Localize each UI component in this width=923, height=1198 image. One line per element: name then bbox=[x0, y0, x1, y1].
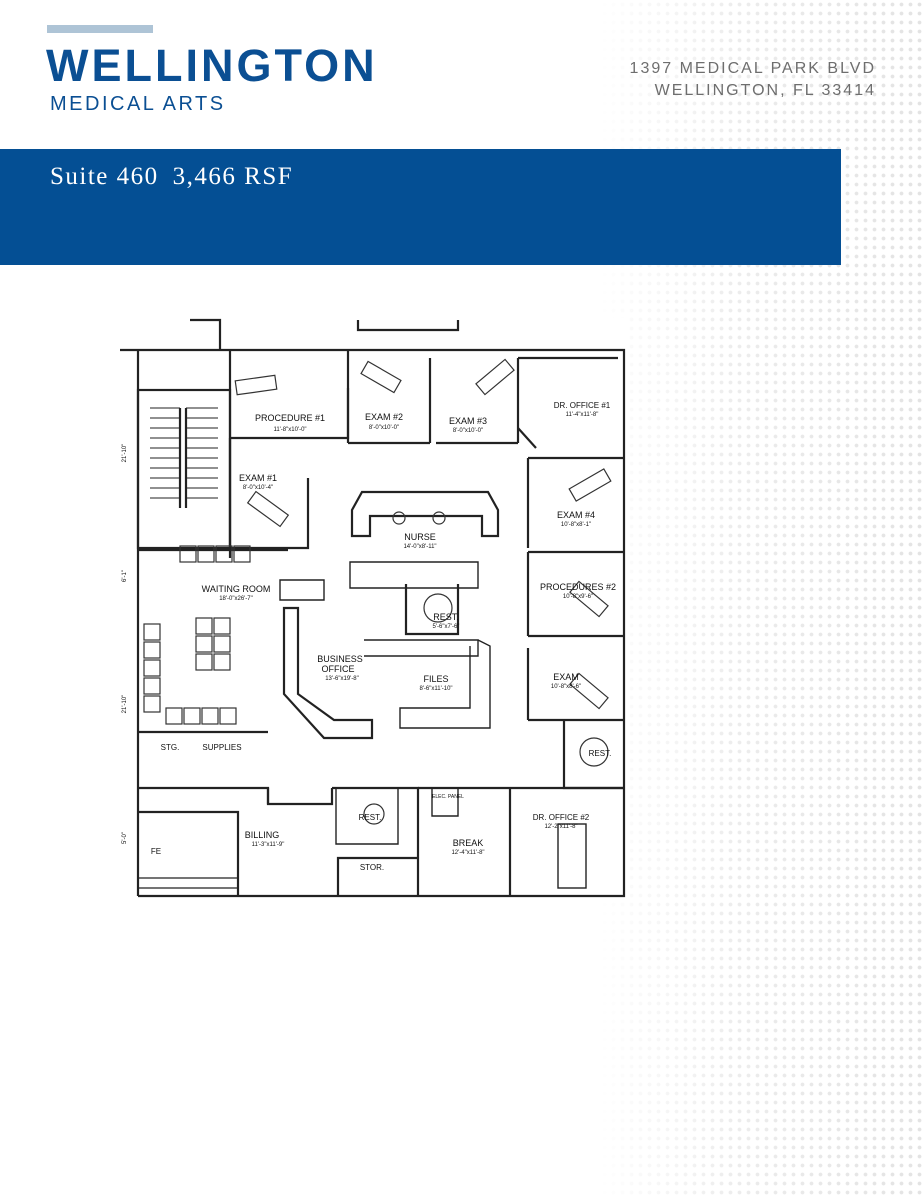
room-label: FILES bbox=[423, 674, 448, 684]
address-line-2: WELLINGTON, FL 33414 bbox=[654, 82, 876, 99]
room-label: BREAK bbox=[453, 838, 484, 848]
room-label: OFFICE bbox=[322, 664, 355, 674]
room-dims: 11'-8"x10'-0" bbox=[273, 427, 306, 433]
room-dims: 8'-0"x10'-0" bbox=[369, 425, 399, 431]
suite-banner bbox=[0, 149, 841, 265]
room-dims: 5'-6"x7'-6" bbox=[433, 624, 460, 630]
room-dims: 11'-3"x11'-9" bbox=[252, 842, 285, 848]
suite-area: 3,466 RSF bbox=[172, 163, 294, 190]
room-label: DR. OFFICE #1 bbox=[554, 401, 611, 410]
room-label: SUPPLIES bbox=[202, 743, 241, 752]
floor-plan: PROCEDURE #1 11'-8"x10'-0" EXAM #2 8'-0"… bbox=[118, 318, 628, 902]
room-dims: 10'-8"x8'-6" bbox=[551, 684, 581, 690]
room-label: EXAM #1 bbox=[239, 473, 277, 483]
room-dims: 8'-0"x10'-4" bbox=[243, 485, 273, 491]
room-dims: 8'-6"x11'-10" bbox=[419, 686, 452, 692]
room-label: DR. OFFICE #2 bbox=[533, 813, 590, 822]
room-dims: 13'-6"x19'-8" bbox=[325, 676, 359, 682]
dimension-label: 6'-1" bbox=[122, 570, 128, 582]
room-label: STOR. bbox=[360, 863, 384, 872]
room-label: PROCEDURE #1 bbox=[255, 413, 325, 423]
room-dims: 10'-8"x9'-6" bbox=[563, 594, 593, 600]
address-line-1: 1397 MEDICAL PARK BLVD bbox=[629, 60, 876, 77]
stair-enclosure bbox=[136, 388, 232, 550]
room-label: EXAM #3 bbox=[449, 416, 487, 426]
room-dims: 18'-0"x26'-7" bbox=[219, 596, 253, 602]
dimension-label: 5'-0" bbox=[122, 832, 128, 844]
room-label: EXAM #2 bbox=[365, 412, 403, 422]
brand-name: WELLINGTON bbox=[46, 40, 378, 91]
dimension-label: 21'-10" bbox=[122, 444, 128, 463]
suite-number: Suite 460 bbox=[50, 163, 159, 190]
room-label: EXAM #4 bbox=[557, 510, 595, 520]
room-label: REST. bbox=[589, 749, 612, 758]
room-label: BILLING bbox=[245, 830, 280, 840]
header-accent-bar bbox=[47, 25, 153, 33]
room-dims: 8'-0"x10'-0" bbox=[453, 428, 483, 434]
room-label: NURSE bbox=[404, 532, 436, 542]
floor-plan-drawing: PROCEDURE #1 11'-8"x10'-0" EXAM #2 8'-0"… bbox=[120, 318, 626, 898]
room-label: FE bbox=[151, 847, 161, 856]
room-label: STG. bbox=[161, 743, 180, 752]
room-dims: 12'-4"x11'-8" bbox=[451, 850, 484, 856]
room-dims: 11'-4"x11'-8" bbox=[566, 412, 599, 418]
room-label: BUSINESS bbox=[317, 654, 363, 664]
suite-heading: Suite 460 3,466 RSF bbox=[50, 162, 293, 192]
room-dims: 14'-0"x8'-11" bbox=[403, 544, 436, 550]
room-label: ELEC. PANEL bbox=[432, 794, 464, 800]
dimension-label: 21'-10" bbox=[122, 695, 128, 714]
room-label: WAITING ROOM bbox=[202, 584, 271, 594]
outer-wall bbox=[120, 348, 626, 898]
brand-subtitle: MEDICAL ARTS bbox=[50, 93, 226, 115]
room-dims: 10'-8"x8'-1" bbox=[561, 522, 591, 528]
address-block: 1397 MEDICAL PARK BLVD WELLINGTON, FL 33… bbox=[630, 58, 876, 102]
room-label: EXAM bbox=[553, 672, 579, 682]
room-label: REST. bbox=[433, 612, 459, 622]
room-dims: 12'-2"x11'-8" bbox=[544, 824, 577, 830]
room-label: REST. bbox=[359, 813, 382, 822]
room-label: PROCEDURES #2 bbox=[540, 582, 616, 592]
